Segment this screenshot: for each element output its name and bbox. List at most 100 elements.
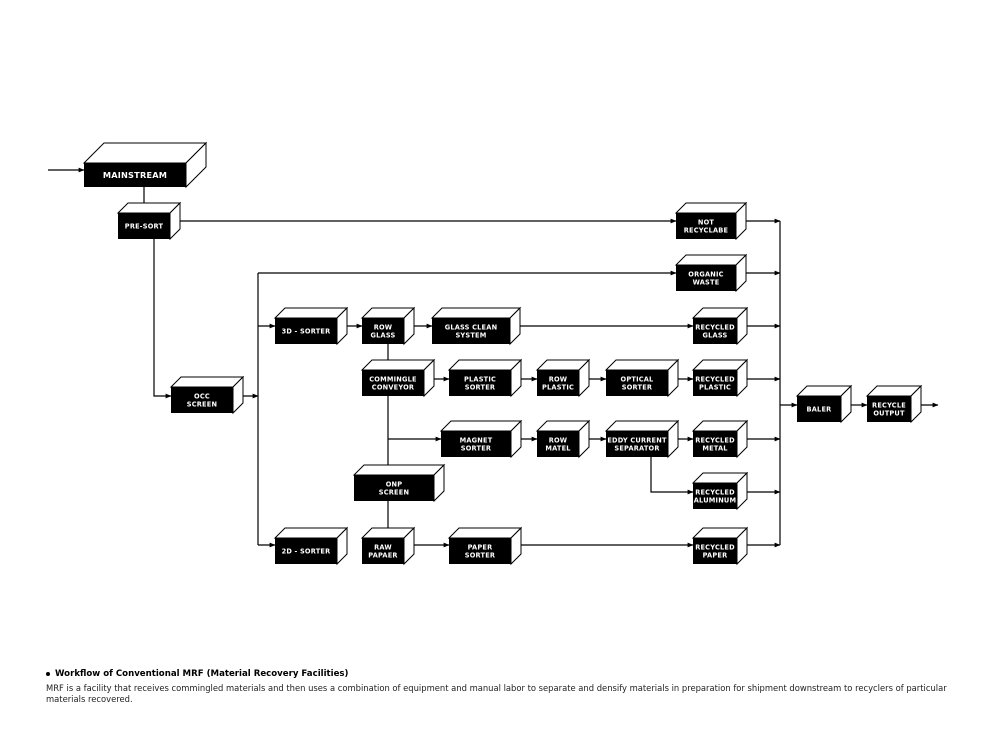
node-label: 2D - SORTER: [282, 547, 331, 555]
node-label: OUTPUT: [873, 409, 905, 417]
node-baler: BALER: [795, 384, 853, 424]
node-sorter-2d: 2D - SORTER: [273, 526, 349, 566]
figure-caption: Workflow of Conventional MRF (Material R…: [46, 669, 966, 705]
node-label: RECYCLED: [695, 543, 735, 551]
node-pre-sort: PRE-SORT: [116, 201, 182, 241]
box-front-face: [354, 475, 434, 501]
box-front-face: [537, 431, 579, 457]
box-top-face: [273, 307, 349, 319]
box-front-face: [693, 318, 737, 344]
node-label: ROW: [549, 375, 568, 383]
node-label: PAPER: [468, 543, 493, 551]
box-front-face: [275, 538, 337, 564]
node-label: NOT: [698, 218, 715, 226]
caption-title-text: Workflow of Conventional MRF (Material R…: [55, 669, 349, 679]
box-top-face: [273, 527, 349, 539]
box-top-face: [116, 202, 182, 214]
node-label: RAW: [374, 543, 392, 551]
box-front-face: [449, 370, 511, 396]
box-top-face: [82, 142, 208, 164]
caption-title: Workflow of Conventional MRF (Material R…: [46, 669, 966, 679]
node-label: SEPARATOR: [614, 444, 659, 452]
node-mainstream: MAINSTREAM: [82, 141, 208, 189]
node-label: 3D - SORTER: [282, 327, 331, 335]
node-label: SCREEN: [187, 400, 217, 408]
box-front-face: [676, 265, 736, 291]
node-label: SORTER: [622, 383, 652, 391]
box-front-face: [867, 396, 911, 422]
box-front-face: [362, 370, 424, 396]
node-label: PAPER: [703, 551, 728, 559]
node-label: OCC: [194, 392, 210, 400]
box-top-face: [604, 359, 680, 371]
box-front-face: [797, 396, 841, 422]
box-front-face: [676, 213, 736, 239]
node-sorter-3d: 3D - SORTER: [273, 306, 349, 346]
box-top-face: [352, 464, 446, 476]
node-label: ORGANIC: [688, 270, 723, 278]
box-front-face: [362, 538, 404, 564]
node-label: SORTER: [465, 551, 495, 559]
node-label: ROW: [549, 436, 568, 444]
node-label: MAINSTREAM: [103, 170, 167, 180]
node-label: METAL: [702, 444, 728, 452]
node-label: EDDY CURRENT: [607, 436, 667, 444]
box-front-face: [118, 213, 170, 239]
node-label: PLASTIC: [699, 383, 731, 391]
node-label: PAPAER: [368, 551, 397, 559]
flow-arrow: [153, 239, 172, 399]
node-label: CONVEYOR: [372, 383, 414, 391]
box-top-face: [169, 376, 245, 388]
box-top-face: [439, 420, 523, 432]
node-label: WASTE: [693, 278, 720, 286]
node-label: PRE-SORT: [125, 222, 164, 230]
box-top-face: [360, 359, 436, 371]
node-label: SCREEN: [379, 488, 409, 496]
node-label: SORTER: [461, 444, 491, 452]
node-label: RECYCLABE: [684, 226, 729, 234]
node-label: BALER: [807, 405, 832, 413]
node-label: PLASTIC: [542, 383, 574, 391]
box-front-face: [537, 370, 579, 396]
node-label: COMMINGLE: [369, 375, 417, 383]
caption-description: MRF is a facility that receives commingl…: [46, 683, 947, 704]
bullet-icon: [46, 672, 50, 676]
box-front-face: [362, 318, 404, 344]
flow-connectors: [48, 167, 939, 548]
node-label: ONP: [386, 480, 403, 488]
node-label: ALUMINUM: [694, 496, 736, 504]
box-front-face: [275, 318, 337, 344]
node-label: GLASS: [371, 331, 396, 339]
box-front-face: [449, 538, 511, 564]
node-label: RECYCLED: [695, 488, 735, 496]
box-front-face: [693, 483, 737, 509]
box-front-face: [606, 431, 668, 457]
node-label: RECYCLED: [695, 375, 735, 383]
box-front-face: [432, 318, 510, 344]
box-top-face: [447, 359, 523, 371]
box-front-face: [693, 431, 737, 457]
box-front-face: [84, 163, 186, 187]
node-label: RECYCLED: [695, 436, 735, 444]
box-front-face: [171, 387, 233, 413]
box-top-face: [430, 307, 522, 319]
node-label: MATEL: [545, 444, 571, 452]
node-label: RECYCLED: [695, 323, 735, 331]
node-label: MAGNET: [460, 436, 493, 444]
box-top-face: [447, 527, 523, 539]
